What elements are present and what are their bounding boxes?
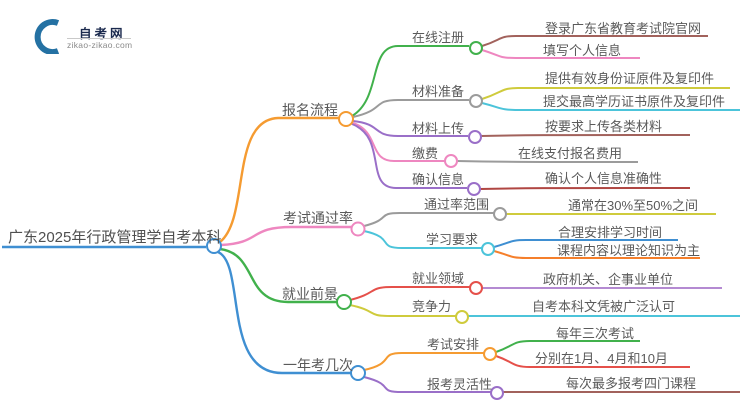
- edge-to-confirm-info: [351, 123, 467, 189]
- connector-employment: [336, 294, 352, 310]
- connector-pass-rate-range: [493, 207, 507, 221]
- node-online-registration: 在线注册: [412, 30, 465, 45]
- connector-registration: [338, 111, 354, 127]
- connector-exam-schedule: [483, 347, 497, 361]
- leaf-diploma-copy: 提交最高学历证书原件及复印件: [543, 94, 726, 109]
- node-payment: 缴费: [412, 146, 439, 161]
- edge-leaf-theory-content: [493, 250, 700, 259]
- edge-root-to-employment: [219, 247, 337, 304]
- edge-to-employment-fields: [349, 286, 470, 301]
- node-material-upload: 材料上传: [412, 121, 465, 136]
- branch-employment-prospects: 就业前景: [282, 286, 338, 302]
- connector-confirm-info: [467, 182, 481, 196]
- edge-root-to-registration: [219, 116, 339, 243]
- connector-payment: [444, 154, 458, 168]
- leaf-government-enterprises: 政府机关、企事业单位: [543, 272, 674, 287]
- edge-leaf-arrange-study-time: [493, 239, 678, 248]
- leaf-arrange-study-time: 合理安排学习时间: [558, 225, 663, 240]
- connector-material-upload: [468, 130, 482, 144]
- leaf-three-exams-yearly: 每年三次考试: [556, 326, 635, 341]
- edge-leaf-fill-personal-info: [481, 49, 640, 59]
- leaf-id-card-copy: 提供有效身份证原件及复印件: [545, 71, 715, 86]
- connector-exam-times: [350, 365, 366, 381]
- leaf-widely-recognized: 自考本科文凭被广泛认可: [532, 299, 676, 314]
- connector-employment-fields: [469, 281, 483, 295]
- node-confirm-info: 确认信息: [412, 172, 465, 187]
- edge-leaf-three-exams-yearly: [495, 340, 640, 353]
- edge-root-to-exam-times: [217, 250, 351, 375]
- edge-to-online-registration: [351, 45, 469, 117]
- leaf-upload-materials: 按要求上传各类材料: [545, 119, 663, 134]
- edge-to-exam-schedule: [363, 352, 484, 371]
- node-material-preparation: 材料准备: [412, 84, 465, 99]
- leaf-max-four-courses: 每次最多报考四门课程: [566, 376, 697, 391]
- graduation-cap-icon: [34, 19, 68, 55]
- edge-to-material-preparation: [352, 99, 469, 118]
- edge-to-pass-rate-range: [363, 212, 494, 227]
- edge-to-study-requirements: [363, 230, 482, 249]
- edge-to-material-upload: [352, 120, 468, 137]
- node-exam-schedule: 考试安排: [427, 337, 480, 352]
- node-employment-fields: 就业领域: [412, 271, 465, 286]
- edge-leaf-confirm-accuracy: [479, 187, 691, 190]
- edge-to-registration-flexibility: [363, 376, 491, 393]
- edge-to-competitiveness: [349, 304, 456, 317]
- connector-registration-flexibility: [490, 386, 504, 400]
- leaf-rate-30-50: 通常在30%至50%之间: [568, 198, 699, 213]
- connector-study-requirements: [481, 242, 495, 256]
- edge-leaf-upload-materials: [480, 134, 691, 137]
- leaf-jan-apr-oct: 分别在1月、4月和10月: [535, 351, 668, 366]
- edge-leaf-id-card-copy: [481, 87, 730, 100]
- node-competitiveness: 竞争力: [412, 299, 452, 314]
- logo-divider: [67, 38, 131, 39]
- edge-leaf-diploma-copy: [481, 102, 740, 111]
- leaf-confirm-accuracy: 确认个人信息准确性: [545, 171, 663, 186]
- branch-pass-rate: 考试通过率: [283, 210, 353, 226]
- leaf-theory-content: 课程内容以理论知识为主: [557, 243, 701, 258]
- branch-exams-per-year: 一年考几次: [283, 357, 353, 373]
- branch-registration-process: 报名流程: [282, 102, 338, 118]
- node-registration-flexibility: 报考灵活性: [427, 377, 493, 392]
- connector-pass-rate: [350, 221, 366, 237]
- edge-root-to-pass-rate: [220, 225, 352, 247]
- connector-online-registration: [469, 41, 483, 55]
- root-node: 广东2025年行政管理学自考本科: [8, 229, 222, 246]
- site-logo: 自考网 zikao-zikao.com: [30, 14, 160, 58]
- logo-title: 自考网: [79, 27, 126, 41]
- edge-leaf-login-official-site: [481, 35, 708, 47]
- node-study-requirements: 学习要求: [426, 232, 479, 247]
- connector-root: [206, 238, 222, 254]
- leaf-login-official-site: 登录广东省教育考试院官网: [545, 21, 702, 36]
- connector-material-preparation: [469, 94, 483, 108]
- logo-subtitle: zikao-zikao.com: [67, 40, 133, 50]
- edge-leaf-pay-online: [456, 160, 639, 163]
- node-pass-rate-range: 通过率范围: [424, 197, 490, 212]
- edge-to-payment: [352, 122, 445, 162]
- edge-leaf-jan-apr-oct: [495, 355, 690, 368]
- leaf-fill-personal-info: 填写个人信息: [543, 43, 622, 58]
- connector-competitiveness: [455, 310, 469, 324]
- leaf-pay-online: 在线支付报名费用: [518, 146, 623, 161]
